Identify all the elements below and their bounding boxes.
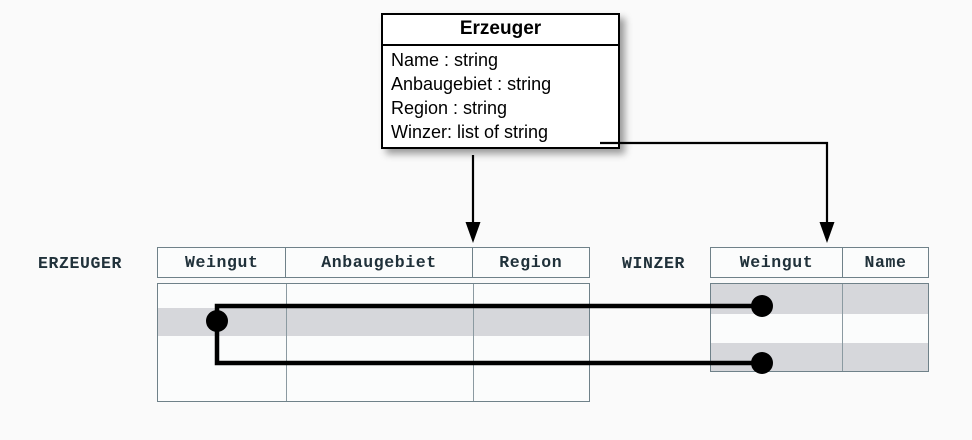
uml-attribute-anbaugebiet: Anbaugebiet : string	[391, 73, 552, 94]
table-row[interactable]	[158, 284, 589, 308]
table-cell	[158, 284, 287, 308]
mapping-arrow-winzer	[600, 141, 835, 243]
table-cell	[158, 367, 287, 401]
table-cell	[711, 284, 843, 314]
table-cell	[474, 367, 589, 401]
table-cell	[158, 308, 287, 336]
uml-attribute-winzer: Winzer: list of string	[391, 121, 549, 142]
table-body-winzer	[710, 283, 929, 372]
column-header-name: Name	[864, 253, 907, 272]
table-header-erzeuger: Weingut Anbaugebiet Region	[157, 247, 590, 278]
column-header-weingut: Weingut	[158, 248, 287, 277]
column-header-anbaugebiet: Anbaugebiet	[286, 248, 473, 277]
table-cell	[474, 308, 589, 336]
table-cell	[711, 343, 843, 371]
uml-attribute-region: Region : string	[391, 97, 508, 118]
table-cell	[474, 336, 589, 367]
table-cell	[287, 367, 474, 401]
uml-attribute-name: Name : string	[391, 49, 499, 70]
table-label-winzer: WINZER	[622, 254, 686, 273]
table-cell	[843, 314, 926, 343]
uml-class-box-erzeuger: Erzeuger Name : string Anbaugebiet : str…	[381, 13, 620, 149]
table-cell	[287, 284, 474, 308]
table-row[interactable]	[711, 343, 928, 371]
table-cell	[843, 343, 926, 371]
table-cell	[843, 284, 926, 314]
table-cell	[287, 336, 474, 367]
table-cell	[474, 284, 589, 308]
table-header-winzer: Weingut Name	[710, 247, 929, 278]
table-row[interactable]	[158, 308, 589, 336]
table-label-erzeuger: ERZEUGER	[38, 254, 123, 273]
table-body-erzeuger	[157, 283, 590, 402]
table-row[interactable]	[711, 284, 928, 314]
table-row[interactable]	[711, 314, 928, 343]
table-row[interactable]	[158, 367, 589, 401]
table-cell	[158, 336, 287, 367]
column-header-weingut: Weingut	[711, 248, 843, 277]
column-header-region: Region	[499, 253, 563, 272]
table-cell	[287, 308, 474, 336]
uml-attribute-list: Name : string Anbaugebiet : string Regio…	[383, 46, 618, 147]
uml-class-title: Erzeuger	[383, 15, 618, 46]
table-row[interactable]	[158, 336, 589, 367]
table-cell	[711, 314, 843, 343]
mapping-arrow-erzeuger	[465, 155, 481, 243]
